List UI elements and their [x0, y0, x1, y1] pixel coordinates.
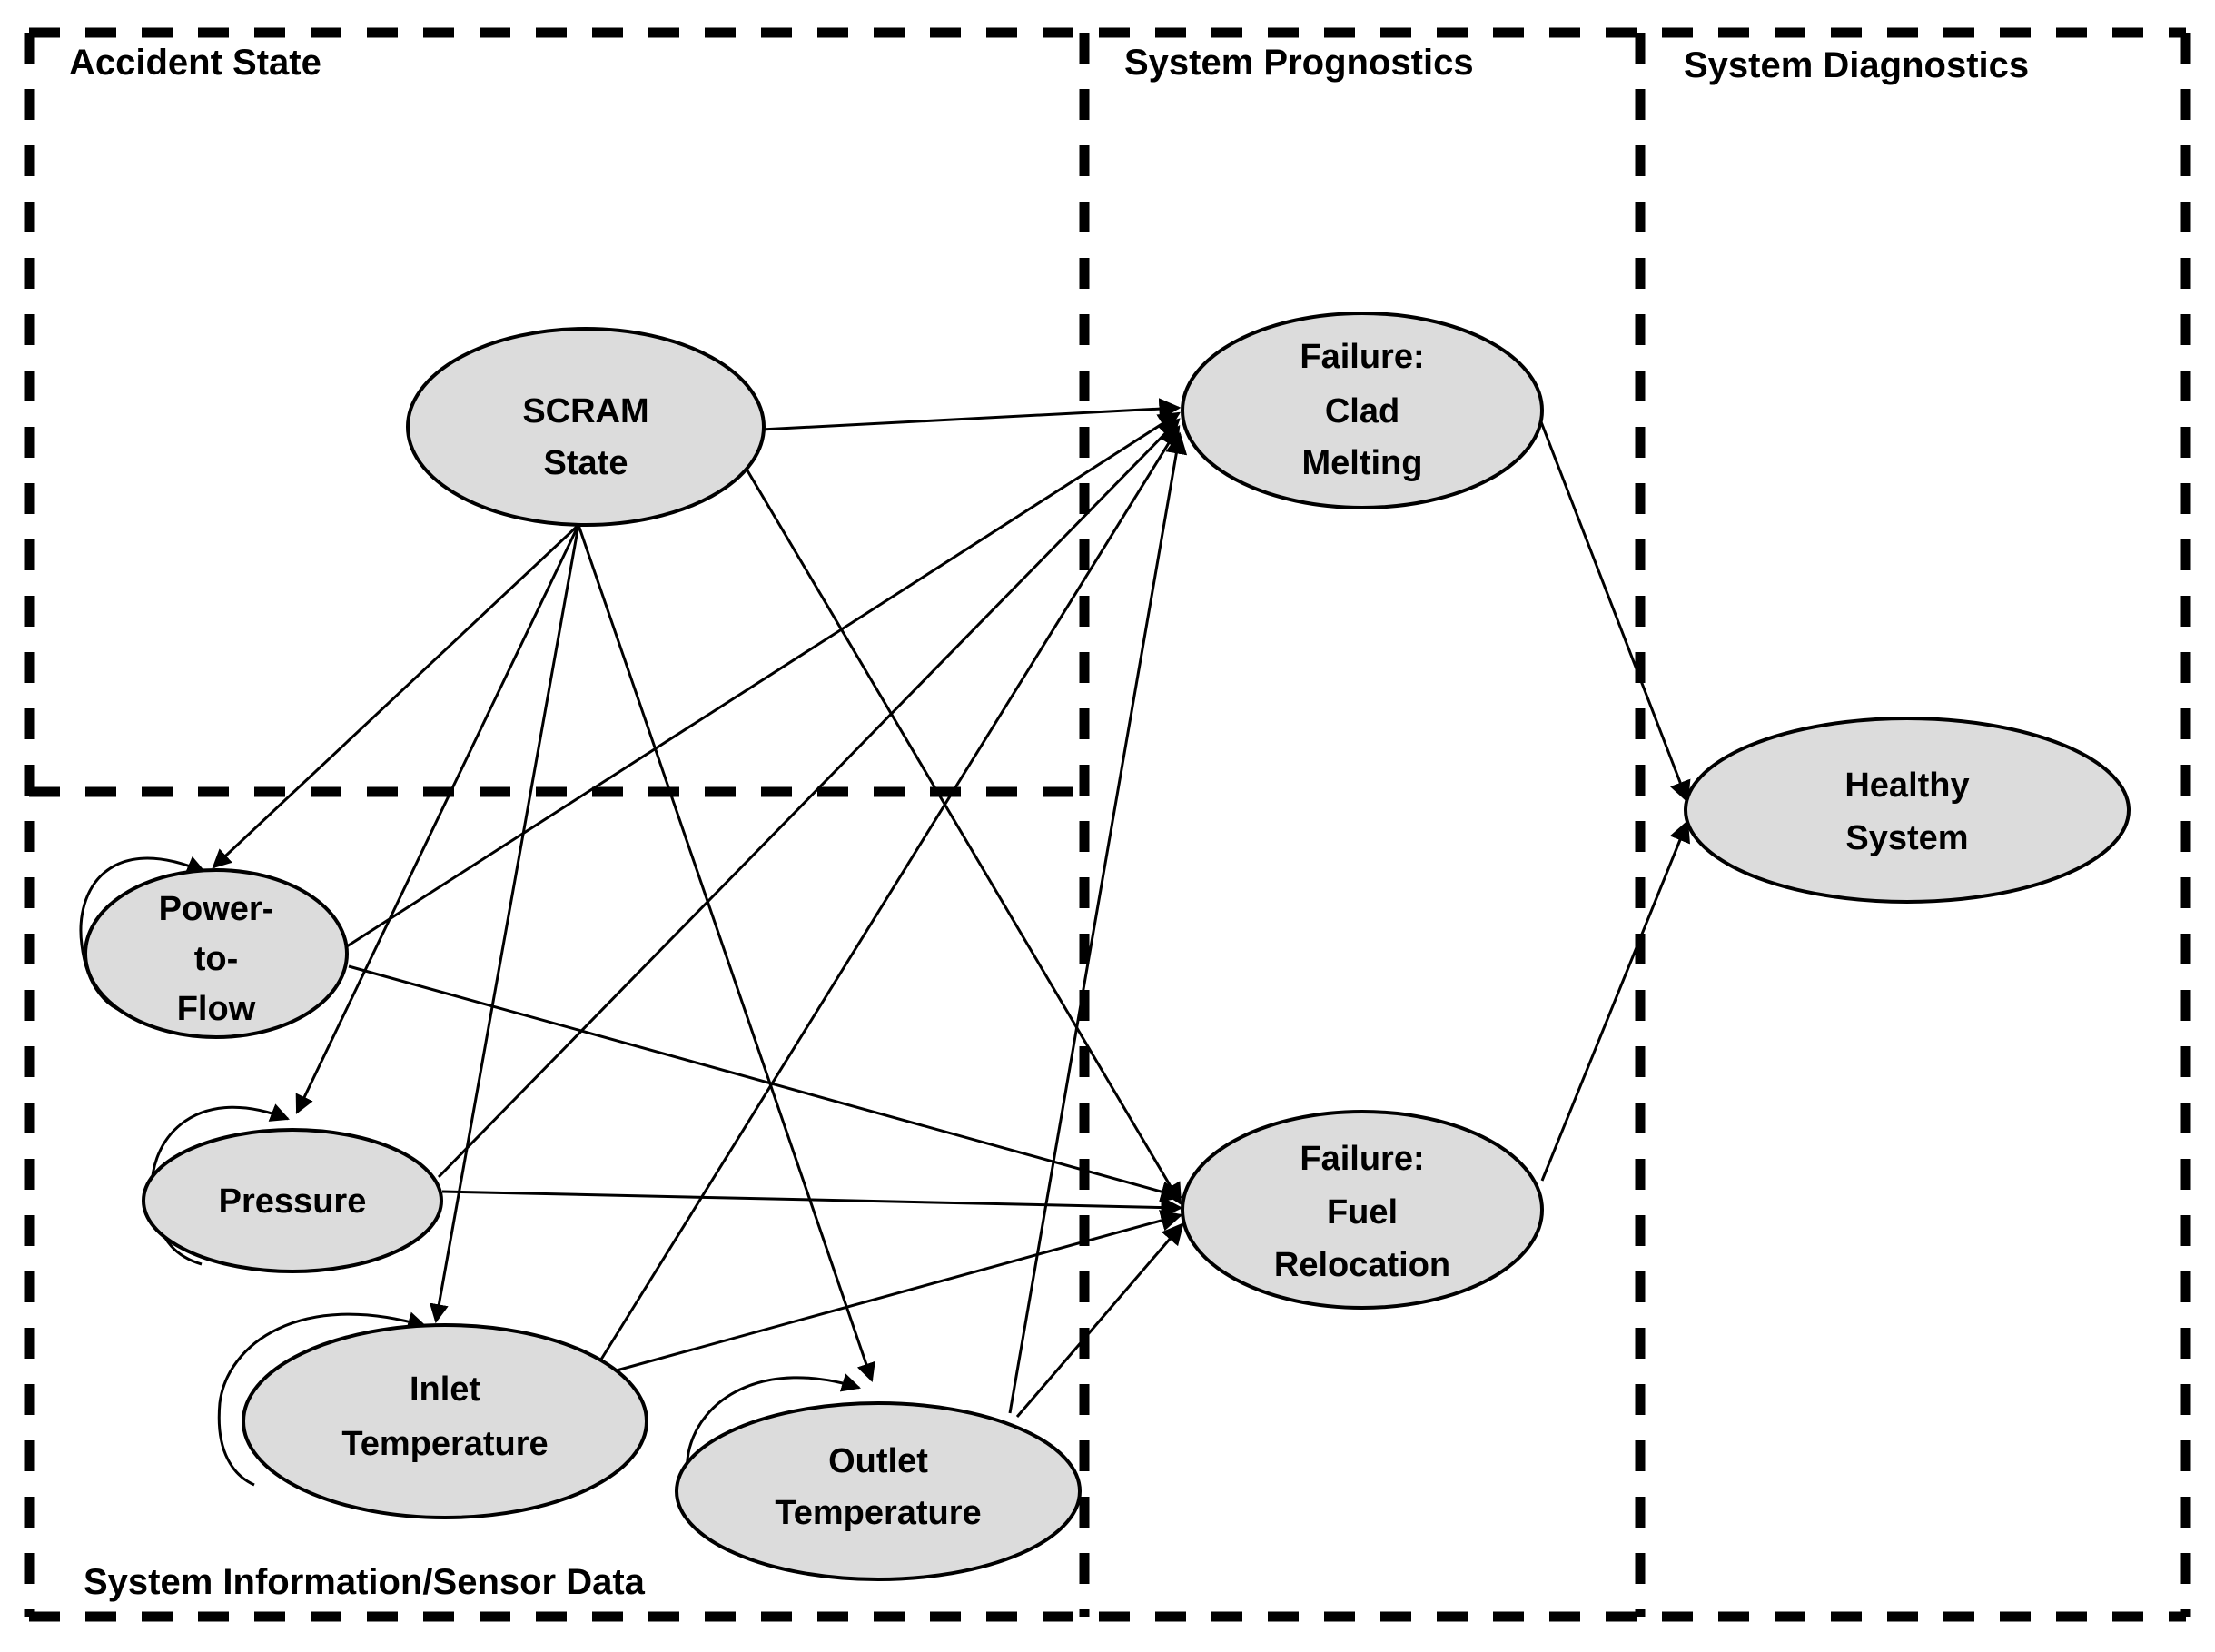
edge-pressure-to-failure-fuel-relocation — [441, 1190, 1183, 1219]
node-outlet-temperature-label-line2: Temperature — [775, 1494, 981, 1532]
region-label-accident-state: Accident State — [69, 43, 321, 83]
edge-power-to-flow-to-failure-clad-melting — [346, 411, 1182, 948]
node-pressure[interactable]: Pressure — [142, 1128, 443, 1273]
node-failure-clad-melting-label-line1: Failure: — [1300, 338, 1424, 376]
node-scram-state-label-line1: SCRAM — [522, 392, 648, 430]
node-scram-state[interactable]: SCRAM State — [406, 327, 766, 527]
node-failure-clad-melting[interactable]: Failure: Clad Melting — [1181, 312, 1544, 509]
edge-inlet-temperature-to-failure-fuel-relocation — [606, 1210, 1183, 1375]
node-failure-fuel-relocation-label-line3: Relocation — [1274, 1246, 1450, 1284]
node-failure-clad-melting-ellipse[interactable] — [1181, 312, 1544, 509]
node-scram-state-label-line2: State — [544, 444, 628, 482]
edge-scram-state-to-power-to-flow — [212, 523, 580, 869]
node-pressure-label-line1: Pressure — [219, 1182, 367, 1221]
selfloop-inlet-temperature — [217, 1311, 428, 1487]
node-failure-fuel-relocation-label-line2: Fuel — [1327, 1193, 1398, 1232]
node-inlet-temperature-label-line2: Temperature — [341, 1425, 548, 1463]
node-outlet-temperature[interactable]: Outlet Temperature — [675, 1401, 1082, 1581]
region-label-system-diagnostics: System Diagnostics — [1684, 45, 2029, 85]
edge-inlet-temperature-to-failure-clad-melting — [598, 424, 1181, 1363]
node-power-to-flow-label-line1: Power- — [159, 890, 274, 928]
node-failure-fuel-relocation[interactable]: Failure: Fuel Relocation — [1181, 1110, 1544, 1310]
node-healthy-system-label-line1: Healthy — [1844, 767, 1969, 805]
edge-power-to-flow-to-failure-fuel-relocation — [348, 964, 1183, 1202]
node-failure-clad-melting-label-line3: Melting — [1302, 444, 1423, 482]
node-power-to-flow-label-line3: Flow — [177, 990, 256, 1028]
node-healthy-system[interactable]: Healthy System — [1684, 717, 2131, 904]
edge-outlet-temperature-to-failure-clad-melting — [1008, 431, 1188, 1414]
nodes: SCRAM State Power- to- Flow Pressure Inl… — [84, 312, 2131, 1581]
edge-scram-state-to-outlet-temperature — [577, 524, 875, 1382]
edge-failure-clad-melting-to-healthy-system — [1538, 419, 1691, 804]
region-label-system-information: System Information/Sensor Data — [84, 1562, 646, 1602]
edge-scram-state-to-failure-fuel-relocation — [743, 465, 1182, 1206]
node-power-to-flow-label-line2: to- — [194, 940, 239, 978]
node-healthy-system-ellipse[interactable] — [1684, 717, 2131, 904]
node-inlet-temperature[interactable]: Inlet Temperature — [242, 1323, 648, 1519]
edge-failure-fuel-relocation-to-healthy-system — [1540, 819, 1691, 1182]
node-power-to-flow[interactable]: Power- to- Flow — [84, 868, 349, 1039]
node-inlet-temperature-ellipse[interactable] — [242, 1323, 648, 1519]
node-outlet-temperature-ellipse[interactable] — [675, 1401, 1082, 1581]
edge-scram-state-to-pressure — [295, 524, 580, 1114]
region-borders — [24, 27, 2191, 1622]
edges — [79, 398, 1691, 1528]
node-inlet-temperature-label-line1: Inlet — [410, 1370, 480, 1409]
edge-scram-state-to-failure-clad-melting — [760, 398, 1182, 431]
region-label-system-prognostics: System Prognostics — [1124, 43, 1474, 83]
edge-outlet-temperature-to-failure-fuel-relocation — [1015, 1222, 1184, 1418]
node-outlet-temperature-label-line1: Outlet — [828, 1442, 928, 1480]
edge-scram-state-to-inlet-temperature — [429, 524, 580, 1324]
node-healthy-system-label-line2: System — [1845, 819, 1968, 857]
node-power-to-flow-ellipse[interactable] — [84, 868, 349, 1039]
node-scram-state-ellipse[interactable] — [406, 327, 766, 527]
node-pressure-ellipse[interactable] — [142, 1128, 443, 1273]
node-failure-fuel-relocation-ellipse[interactable] — [1181, 1110, 1544, 1310]
node-failure-clad-melting-label-line2: Clad — [1325, 392, 1399, 430]
edge-pressure-to-failure-clad-melting — [437, 418, 1181, 1179]
node-failure-fuel-relocation-label-line1: Failure: — [1300, 1140, 1424, 1178]
